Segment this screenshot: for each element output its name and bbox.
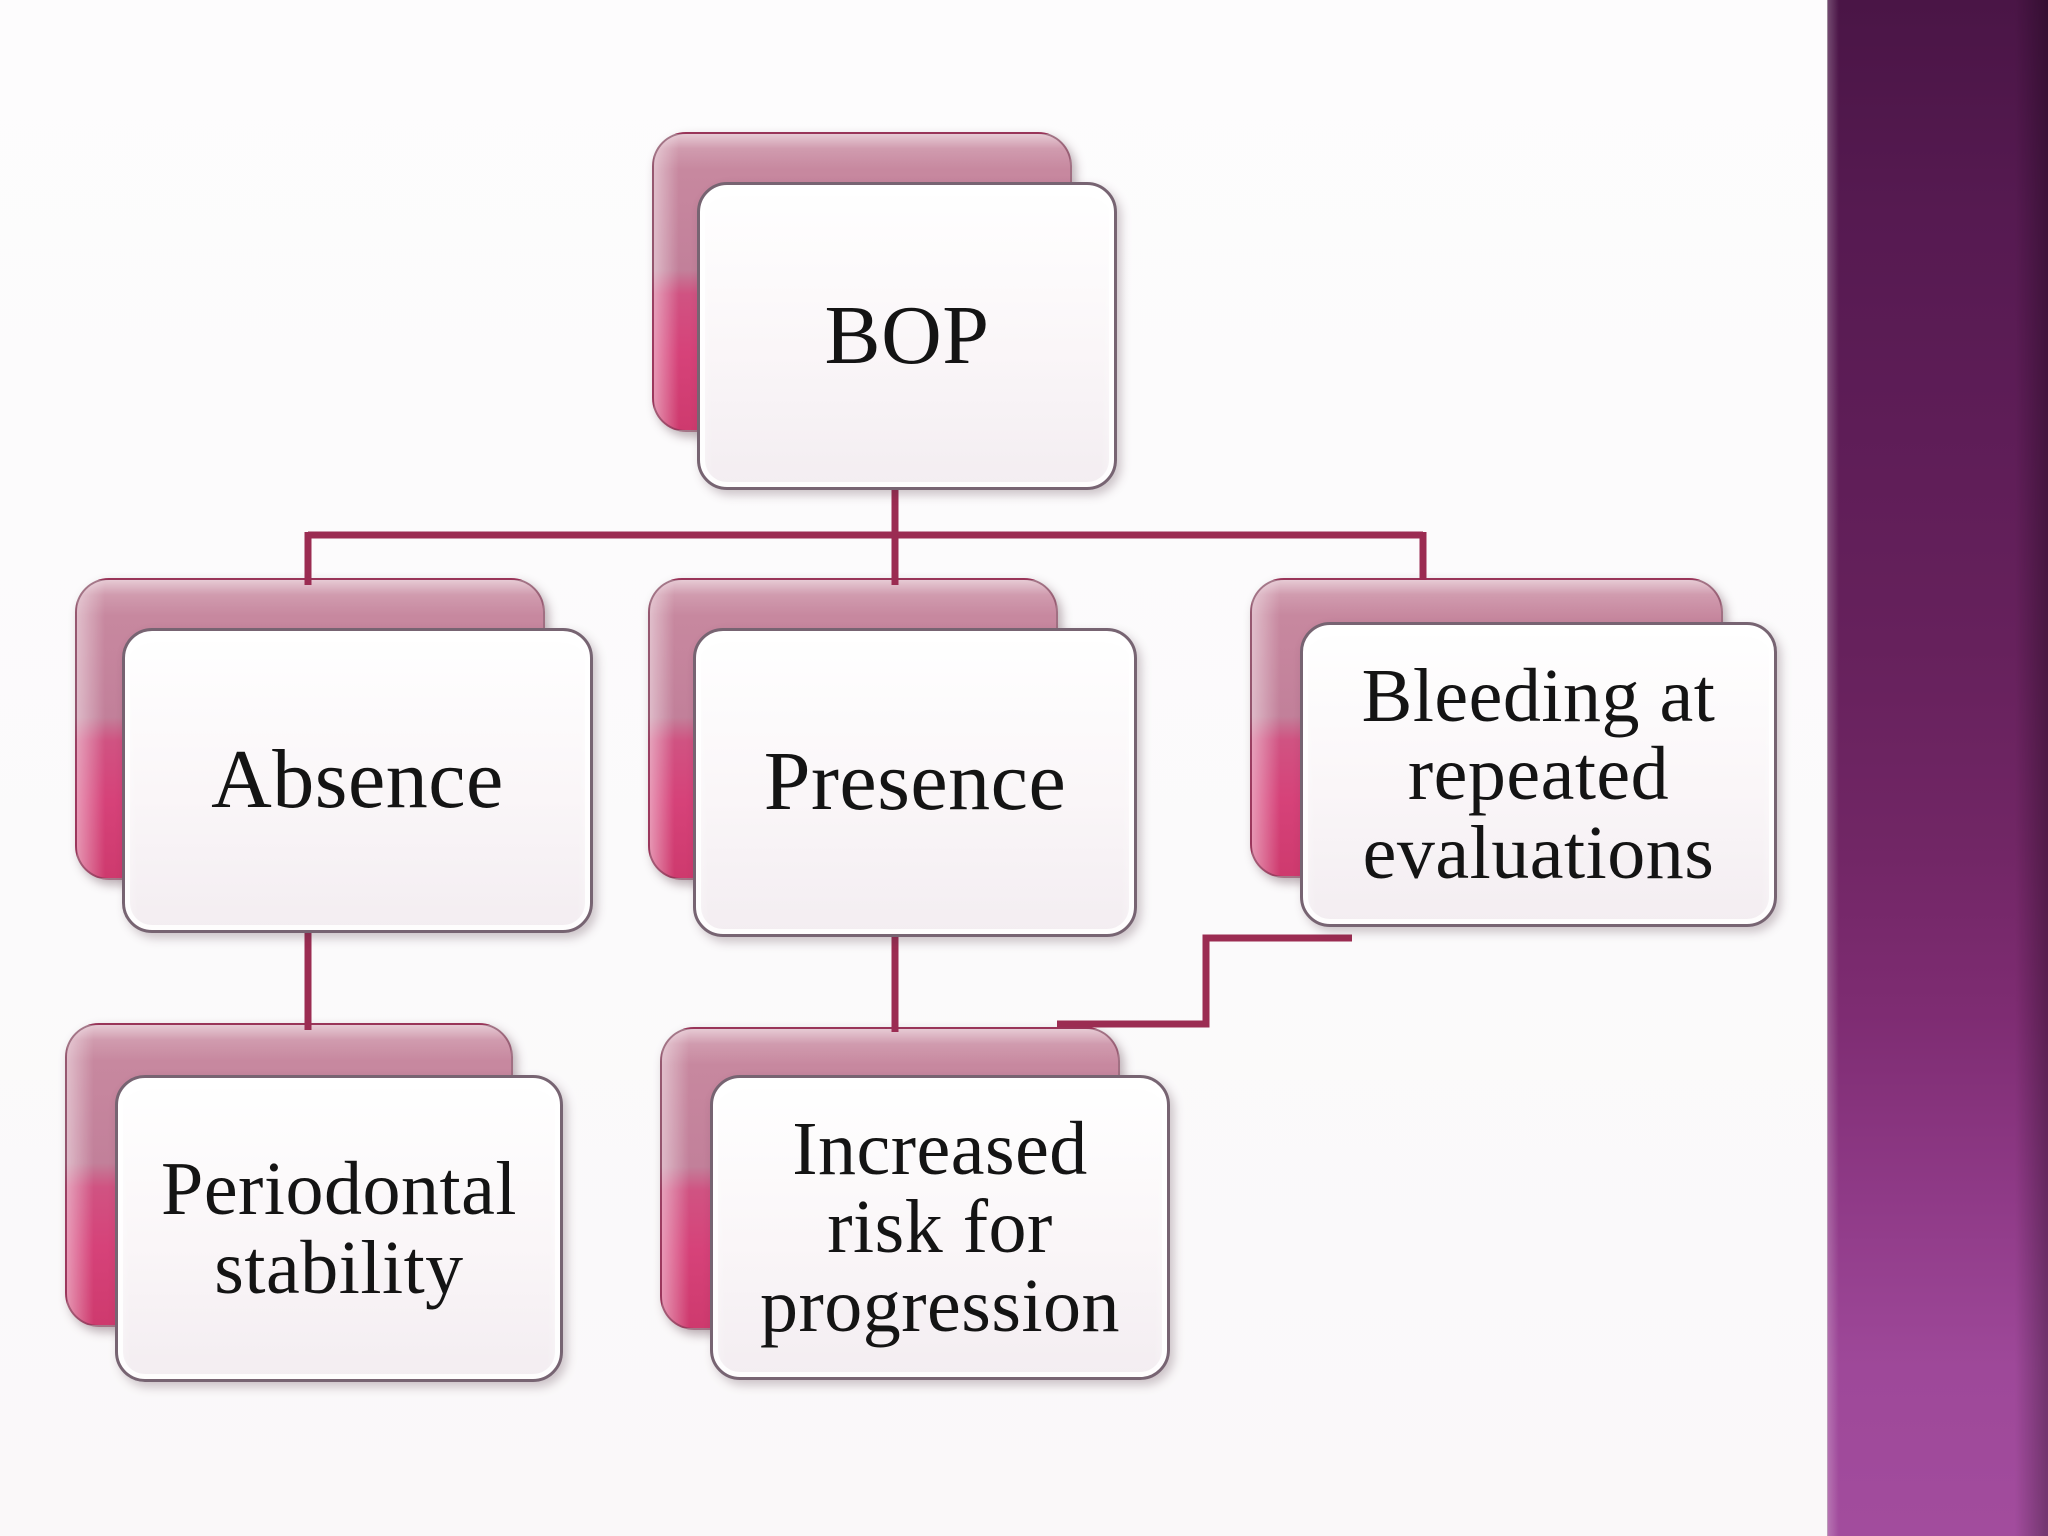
- node-periodontal-front-panel: Periodontal stability: [115, 1075, 563, 1382]
- node-bop-front-panel: BOP: [697, 182, 1117, 490]
- node-bleeding-label: Bleeding at repeated evaluations: [1362, 657, 1716, 892]
- node-bleeding-label-line: repeated: [1407, 732, 1670, 817]
- connector-bleeding-to-increased-elbow: [1057, 934, 1352, 1028]
- node-presence-label-line: Presence: [763, 735, 1067, 829]
- node-increased-label-line: Increased: [792, 1107, 1088, 1192]
- node-absence-front-panel: Absence: [122, 628, 593, 933]
- node-increased-label-line: progression: [759, 1263, 1121, 1348]
- node-bleeding-front-panel: Bleeding at repeated evaluations: [1300, 622, 1777, 927]
- node-bop-label-line: BOP: [824, 288, 990, 382]
- node-periodontal-label-line: Periodontal: [161, 1147, 517, 1232]
- node-bop-label: BOP: [824, 288, 990, 382]
- node-bleeding-label-line: evaluations: [1362, 810, 1715, 895]
- node-presence-label: Presence: [764, 739, 1067, 826]
- node-periodontal-label-line: stability: [214, 1225, 464, 1310]
- node-presence-front-panel: Presence: [693, 628, 1137, 937]
- node-bleeding-label-line: Bleeding at: [1361, 654, 1716, 739]
- node-periodontal-label: Periodontal stability: [161, 1150, 517, 1307]
- node-absence-label-line: Absence: [211, 733, 504, 827]
- node-absence-label: Absence: [211, 737, 504, 824]
- node-increased-front-panel: Increased risk for progression: [710, 1075, 1170, 1380]
- node-increased-label-line: risk for: [827, 1185, 1053, 1270]
- slide-accent-bar: [1827, 0, 2048, 1536]
- node-increased-label: Increased risk for progression: [760, 1110, 1120, 1345]
